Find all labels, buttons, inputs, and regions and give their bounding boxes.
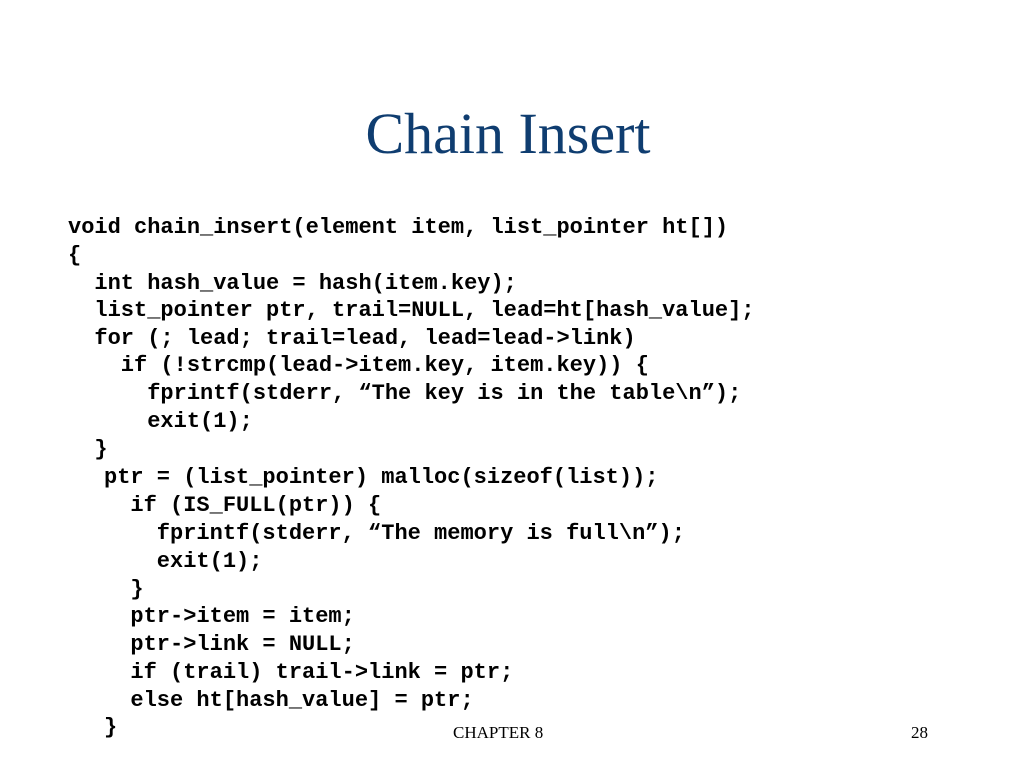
- code-line: ptr->link = NULL;: [104, 632, 355, 657]
- code-line: {: [68, 243, 82, 268]
- code-line: }: [104, 715, 118, 740]
- code-line: if (trail) trail->link = ptr;: [104, 660, 514, 685]
- code-line: exit(1);: [68, 409, 253, 434]
- code-line: int hash_value = hash(item.key);: [68, 271, 517, 296]
- code-line: fprintf(stderr, “The key is in the table…: [68, 381, 742, 406]
- code-line: }: [68, 437, 108, 462]
- code-line: }: [104, 577, 144, 602]
- code-line: exit(1);: [104, 549, 263, 574]
- code-line: list_pointer ptr, trail=NULL, lead=ht[ha…: [68, 298, 755, 323]
- code-line: if (!strcmp(lead->item.key, item.key)) {: [68, 353, 649, 378]
- code-line: void chain_insert(element item, list_poi…: [68, 215, 729, 240]
- footer-page-number: 28: [911, 723, 928, 742]
- slide-title: Chain Insert: [365, 101, 651, 166]
- code-line: if (IS_FULL(ptr)) {: [104, 493, 382, 518]
- footer-chapter: CHAPTER 8: [453, 723, 544, 742]
- code-line: else ht[hash_value] = ptr;: [104, 688, 474, 713]
- code-line: ptr->item = item;: [104, 604, 355, 629]
- code-line: for (; lead; trail=lead, lead=lead->link…: [68, 326, 636, 351]
- code-line: ptr = (list_pointer) malloc(sizeof(list)…: [104, 465, 659, 490]
- code-line: fprintf(stderr, “The memory is full\n”);: [104, 521, 685, 546]
